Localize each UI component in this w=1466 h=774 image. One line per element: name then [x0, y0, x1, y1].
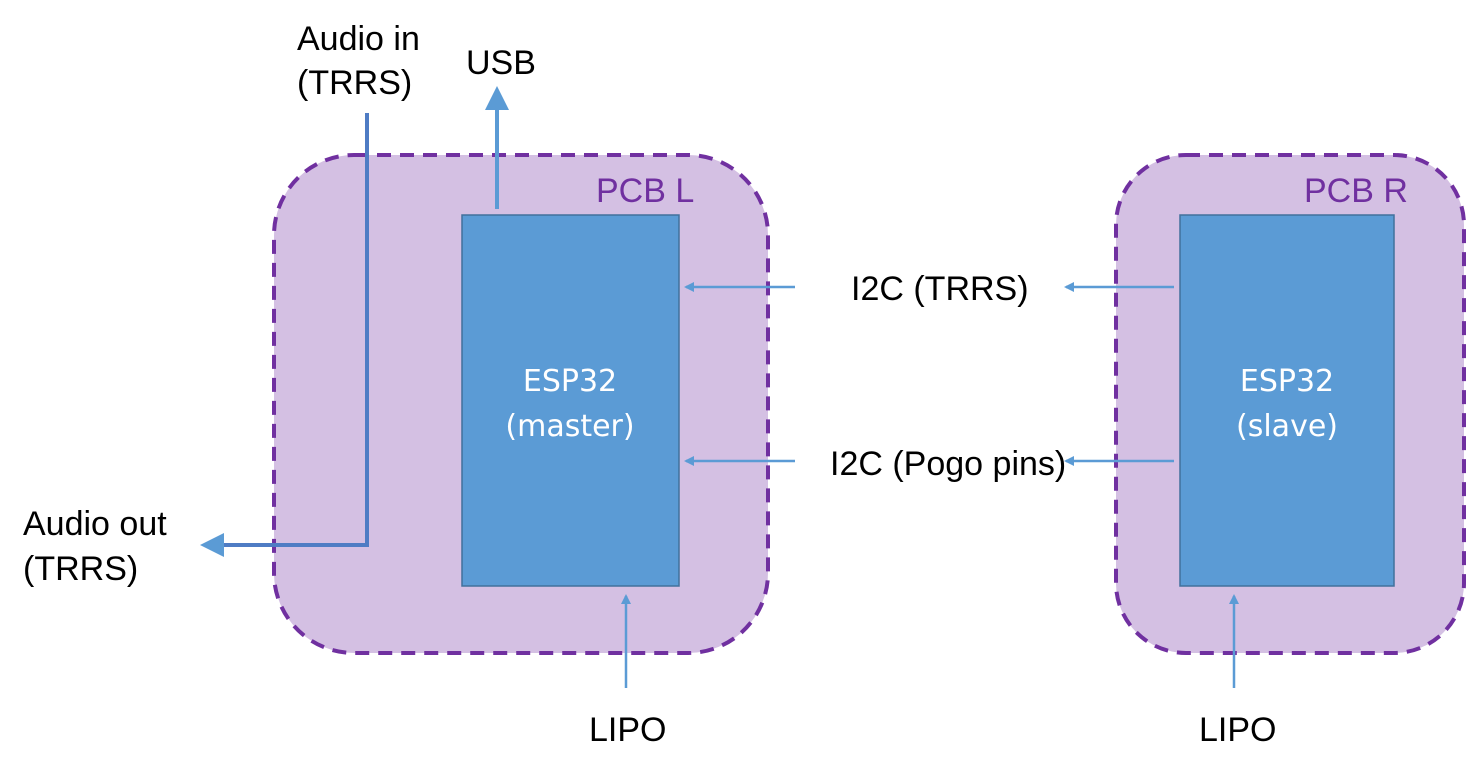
audio-out-label-line1: Audio out — [23, 505, 167, 543]
usb-arrowhead — [485, 86, 509, 110]
i2c-pogo-label: I2C (Pogo pins) — [830, 445, 1066, 483]
esp32-master-chip — [461, 214, 680, 587]
lipo-right-label: LIPO — [1199, 711, 1276, 749]
esp32-slave-chip — [1179, 214, 1395, 587]
pcb-right-label: PCB R — [1304, 172, 1408, 210]
audio-out-label-line2: (TRRS) — [23, 550, 138, 588]
audio-path-line — [222, 113, 369, 547]
audio-in-label-line1: Audio in — [297, 20, 420, 58]
usb-label: USB — [466, 44, 536, 82]
esp32-master-line2: (master) — [505, 409, 634, 444]
lipo-left-label: LIPO — [589, 711, 666, 749]
esp32-slave-line2: (slave) — [1236, 409, 1338, 444]
audio-out-arrowhead — [200, 533, 224, 557]
i2c-trrs-label: I2C (TRRS) — [851, 270, 1029, 308]
esp32-master-line1: ESP32 — [523, 364, 617, 399]
pcb-left-label: PCB L — [596, 172, 694, 210]
esp32-slave-line1: ESP32 — [1240, 364, 1334, 399]
audio-in-label-line2: (TRRS) — [297, 64, 412, 102]
